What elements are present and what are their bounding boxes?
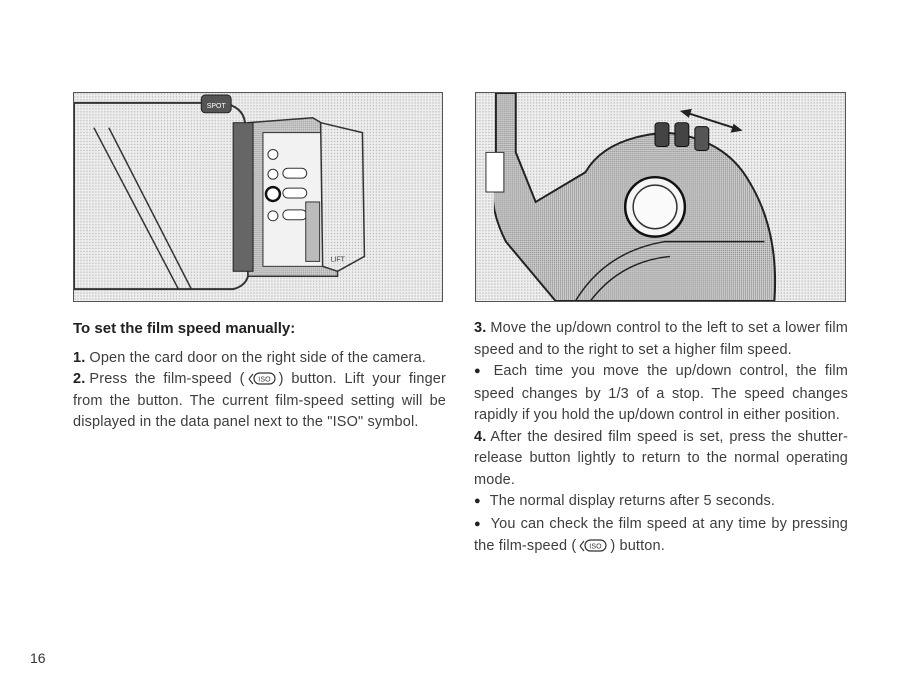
bullet-1: ●Each time you move the up/down control,… <box>474 363 848 423</box>
left-column: To set the film speed manually: 1.Open t… <box>73 318 446 434</box>
right-column: 3.Move the up/down control to the left t… <box>474 318 848 558</box>
bullet-icon: ● <box>474 495 481 507</box>
bullet-icon: ● <box>474 517 482 530</box>
bullet-icon: ● <box>474 365 485 377</box>
step-2: 2.Press the film-speed (ISO) button. Lif… <box>73 371 446 430</box>
svg-text:SPOT: SPOT <box>207 103 227 110</box>
spot-button-icon: SPOT <box>200 94 232 114</box>
iso-button-icon: ISO <box>247 371 277 386</box>
step-4: 4.After the desired film speed is set, p… <box>474 428 848 488</box>
up-down-control-illustration <box>475 92 846 302</box>
section-heading: To set the film speed manually: <box>73 320 296 337</box>
svg-text:ISO: ISO <box>258 376 271 383</box>
double-arrow-icon <box>679 108 743 133</box>
svg-text:ISO: ISO <box>590 543 603 550</box>
bullet-2: ●The normal display returns after 5 seco… <box>474 493 776 509</box>
step-1: 1.Open the card door on the right side o… <box>73 349 426 366</box>
step-3: 3.Move the up/down control to the left t… <box>474 320 848 358</box>
iso-button-icon: ISO <box>578 538 608 553</box>
svg-text:LIFT: LIFT <box>331 256 346 263</box>
bullet-3: ●You can check the film speed at any tim… <box>474 515 849 555</box>
camera-card-door-illustration: SPOT LIFT <box>73 92 443 302</box>
page-number: 16 <box>30 650 46 666</box>
